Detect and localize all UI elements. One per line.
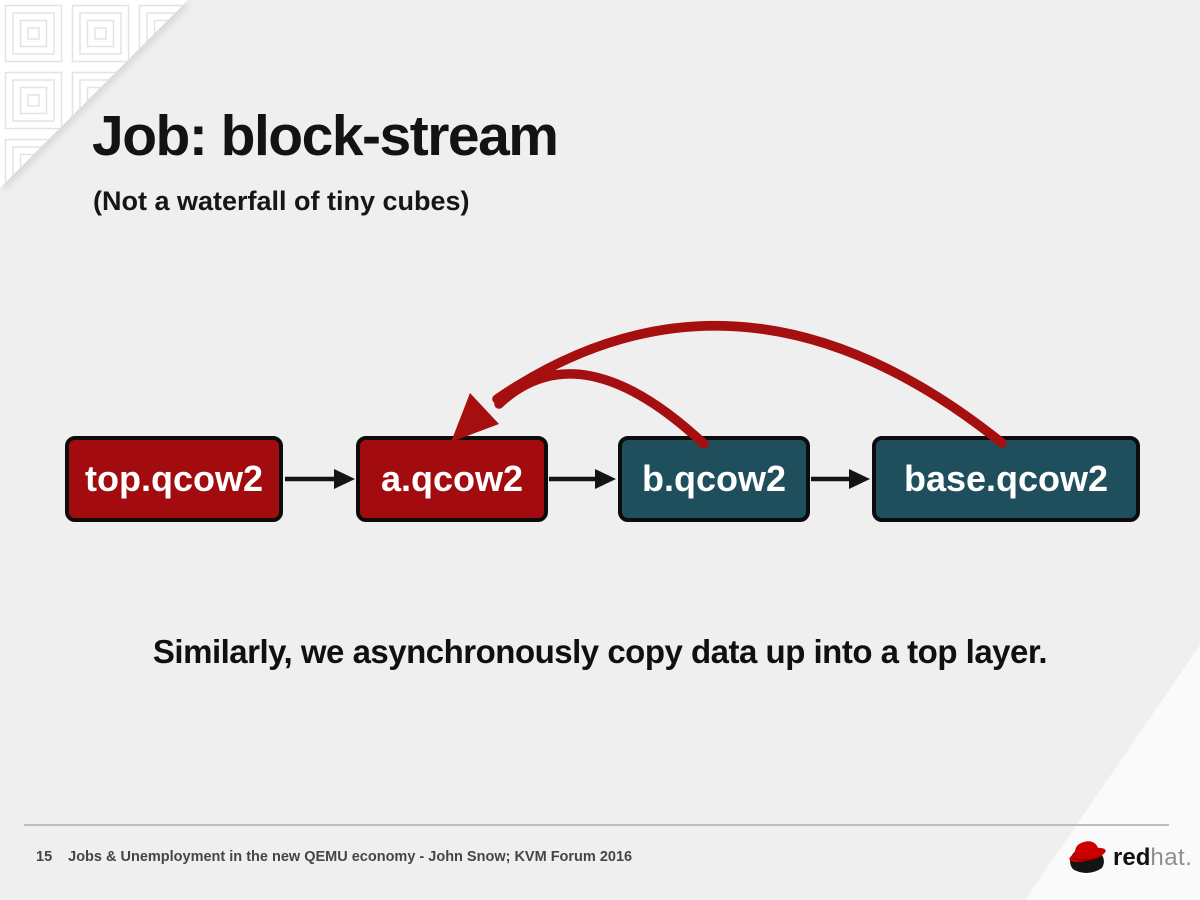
footer: 15 Jobs & Unemployment in the new QEMU e… <box>36 849 632 865</box>
corner-pattern-decoration <box>0 0 188 188</box>
footer-text: Jobs & Unemployment in the new QEMU econ… <box>68 849 633 865</box>
slide-caption: Similarly, we asynchronously copy data u… <box>152 633 1048 670</box>
page-number: 15 <box>36 849 53 865</box>
logo-text-red: red <box>1113 844 1151 871</box>
stream-arrow-icons <box>451 320 1007 449</box>
node-top-qcow2: top.qcow2 <box>65 436 283 522</box>
node-a-qcow2: a.qcow2 <box>356 436 548 522</box>
node-base-qcow2: base.qcow2 <box>872 436 1140 522</box>
logo-text-hat: hat. <box>1150 844 1193 871</box>
redhat-hat-icon <box>1069 841 1106 876</box>
slide-subtitle: (Not a waterfall of tiny cubes) <box>93 186 470 216</box>
footer-divider <box>24 824 1169 826</box>
node-b-qcow2: b.qcow2 <box>618 436 810 522</box>
slide-title: Job: block-stream <box>92 104 559 168</box>
redhat-logo: redhat. <box>1066 838 1192 878</box>
